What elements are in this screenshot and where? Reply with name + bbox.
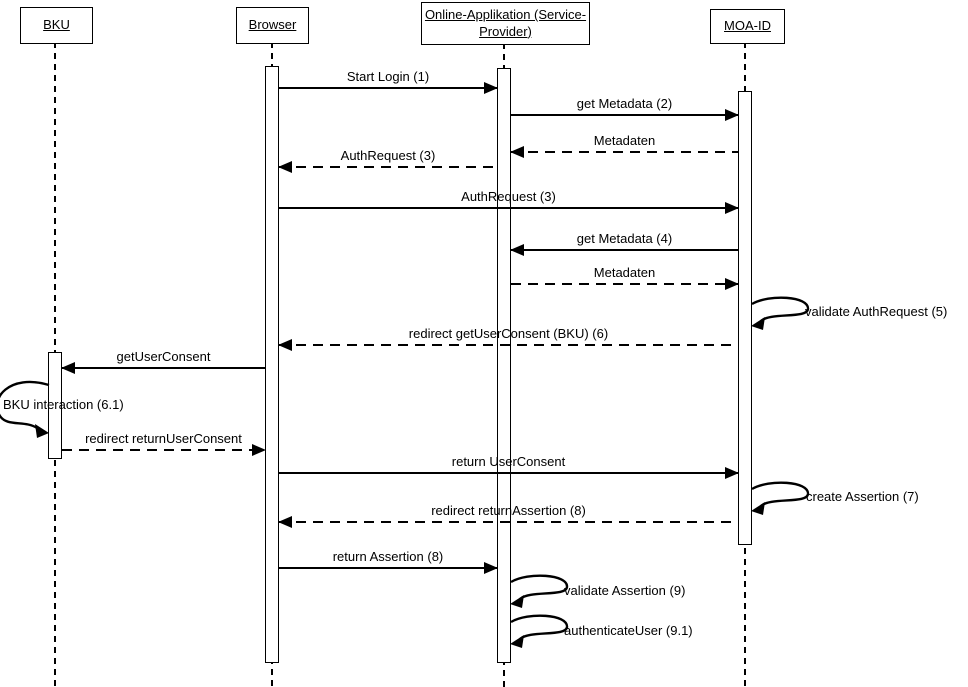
arrowhead-left-icon bbox=[278, 339, 292, 351]
message-label: redirect returnUserConsent bbox=[85, 431, 242, 446]
message-line bbox=[62, 449, 265, 451]
actor-label-online-app-line1: Online-Applikation (Service- bbox=[424, 7, 587, 23]
arrowhead-left-icon bbox=[61, 362, 75, 374]
activation-bku bbox=[48, 352, 62, 459]
message-line bbox=[279, 521, 738, 523]
arrowhead-right-icon bbox=[484, 82, 498, 94]
message-label: redirect getUserConsent (BKU) (6) bbox=[408, 326, 609, 341]
self-message-label: BKU interaction (6.1) bbox=[3, 397, 124, 412]
message-label: get Metadata (4) bbox=[576, 231, 673, 246]
actor-box-browser: Browser bbox=[236, 7, 309, 44]
activation-browser bbox=[265, 66, 279, 663]
activation-online-app bbox=[497, 68, 511, 663]
arrowhead-right-icon bbox=[484, 562, 498, 574]
message-label: Start Login (1) bbox=[346, 69, 430, 84]
actor-box-online-app: Online-Applikation (Service- Provider) bbox=[421, 2, 590, 45]
message-label: get Metadata (2) bbox=[576, 96, 673, 111]
actor-label-online-app-line2: Provider) bbox=[479, 23, 532, 39]
message-label: AuthRequest (3) bbox=[340, 148, 436, 163]
message-line bbox=[511, 114, 738, 116]
message-line bbox=[511, 249, 738, 251]
message-line bbox=[279, 472, 738, 474]
message-label: redirect returnAssertion (8) bbox=[431, 503, 586, 518]
arrowhead-right-icon bbox=[725, 467, 739, 479]
arrowhead-right-icon bbox=[725, 202, 739, 214]
message-line bbox=[279, 344, 738, 346]
activation-moa-id bbox=[738, 91, 752, 545]
arrowhead-left-icon bbox=[278, 516, 292, 528]
self-message-validate-authrequest bbox=[751, 296, 815, 330]
self-message-bku-interaction bbox=[0, 379, 53, 439]
self-message-label: authenticateUser (9.1) bbox=[564, 623, 693, 638]
message-label: return UserConsent bbox=[451, 454, 566, 469]
message-label: Metadaten bbox=[593, 265, 656, 280]
message-line bbox=[279, 207, 738, 209]
loop-arrow-icon bbox=[510, 574, 569, 608]
self-message-create-assertion bbox=[751, 481, 815, 515]
actor-label-browser: Browser bbox=[248, 17, 297, 33]
loop-arrow-icon bbox=[751, 296, 810, 330]
arrowhead-left-icon bbox=[278, 161, 292, 173]
actor-box-bku: BKU bbox=[20, 7, 93, 44]
message-line bbox=[62, 367, 265, 369]
loop-arrow-icon bbox=[751, 481, 810, 515]
self-message-label: validate AuthRequest (5) bbox=[805, 304, 948, 319]
actor-label-moa-id: MOA-ID bbox=[724, 18, 771, 34]
arrowhead-left-icon bbox=[510, 244, 524, 256]
self-message-label: validate Assertion (9) bbox=[564, 583, 686, 598]
actor-box-moa-id: MOA-ID bbox=[710, 9, 785, 44]
message-line bbox=[279, 166, 497, 168]
message-line bbox=[279, 87, 497, 89]
arrowhead-right-icon bbox=[725, 109, 739, 121]
arrowhead-left-icon bbox=[510, 146, 524, 158]
actor-label-bku: BKU bbox=[43, 17, 70, 33]
loop-arrow-icon bbox=[0, 380, 50, 438]
self-message-validate-assertion bbox=[510, 574, 574, 608]
self-message-label: create Assertion (7) bbox=[806, 489, 919, 504]
arrowhead-right-icon bbox=[252, 444, 266, 456]
message-label: getUserConsent bbox=[116, 349, 211, 364]
message-line bbox=[279, 567, 497, 569]
message-line bbox=[511, 283, 738, 285]
message-label: return Assertion (8) bbox=[332, 549, 444, 564]
message-line bbox=[511, 151, 738, 153]
loop-arrow-icon bbox=[510, 614, 569, 648]
message-label: Metadaten bbox=[593, 133, 656, 148]
arrowhead-right-icon bbox=[725, 278, 739, 290]
message-label: AuthRequest (3) bbox=[461, 189, 556, 204]
self-message-authenticateuser bbox=[510, 614, 574, 648]
